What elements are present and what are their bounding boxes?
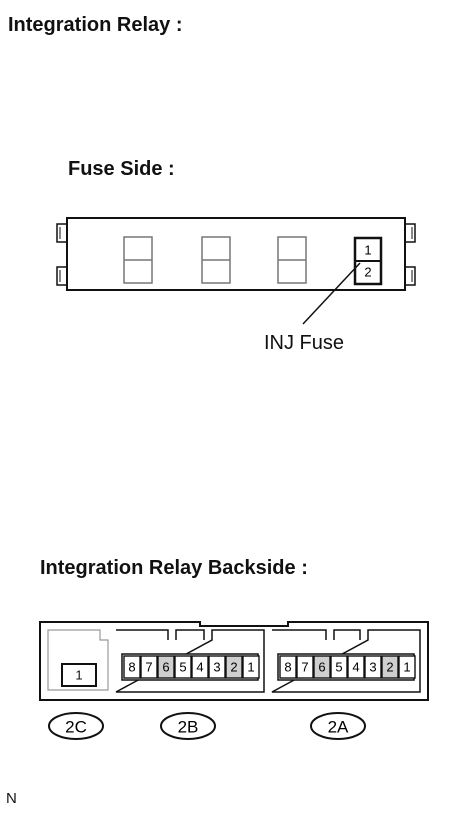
- inj-fuse-label: INJ Fuse: [264, 332, 345, 354]
- pin-label: 4: [352, 660, 359, 675]
- pin-cell: [157, 655, 175, 679]
- pin-cell: [313, 655, 331, 679]
- pin-cell: [279, 655, 297, 679]
- pin-label: 3: [213, 660, 220, 675]
- corner-mark: N: [6, 790, 17, 807]
- leader-line: [302, 262, 361, 325]
- connector-2c-label: 2C: [48, 712, 104, 740]
- connector-2c-pin: 1: [75, 668, 82, 683]
- fuse-slot: [123, 236, 153, 284]
- pin-cell: [398, 655, 416, 679]
- pin-label: 8: [284, 660, 291, 675]
- pin-label: 5: [179, 660, 186, 675]
- pin-cell: [296, 655, 314, 679]
- fuse-pin-label: 1: [364, 243, 371, 258]
- pin-cell: [174, 655, 192, 679]
- pin-label: 1: [403, 660, 410, 675]
- connector-2a-label-text: 2A: [328, 718, 349, 737]
- pin-label: 3: [369, 660, 376, 675]
- pin-label: 2: [230, 660, 237, 675]
- pin-cell: [208, 655, 226, 679]
- pin-cell: [381, 655, 399, 679]
- pin-label: 4: [196, 660, 203, 675]
- pin-label: 6: [162, 660, 169, 675]
- inj-fuse-slot: 1 2: [353, 236, 383, 286]
- fuse-pin-label: 2: [364, 265, 371, 280]
- connector-2c-housing: 1: [47, 629, 109, 691]
- pin-cell: [364, 655, 382, 679]
- backside-title: Integration Relay Backside :: [40, 557, 308, 579]
- pin-label: 7: [145, 660, 152, 675]
- connector-2b-label-text: 2B: [178, 718, 199, 737]
- fuse-side-title: Fuse Side :: [68, 158, 175, 180]
- pin-cell: [225, 655, 243, 679]
- connector-2a-label: 2A: [310, 712, 366, 740]
- connector-2b-label: 2B: [160, 712, 216, 740]
- pin-label: 6: [318, 660, 325, 675]
- pin-cell: [191, 655, 209, 679]
- fuse-slot: [277, 236, 307, 284]
- pin-label: 5: [335, 660, 342, 675]
- connector-2c-label-text: 2C: [65, 718, 87, 737]
- fuse-slot: [201, 236, 231, 284]
- pin-label: 7: [301, 660, 308, 675]
- pin-cell: [330, 655, 348, 679]
- pin-cell: [242, 655, 260, 679]
- pin-cell: [140, 655, 158, 679]
- pin-cell: [347, 655, 365, 679]
- pin-cell: [123, 655, 141, 679]
- pin-label: 1: [247, 660, 254, 675]
- pin-label: 8: [128, 660, 135, 675]
- pin-label: 2: [386, 660, 393, 675]
- page-title: Integration Relay :: [8, 14, 183, 36]
